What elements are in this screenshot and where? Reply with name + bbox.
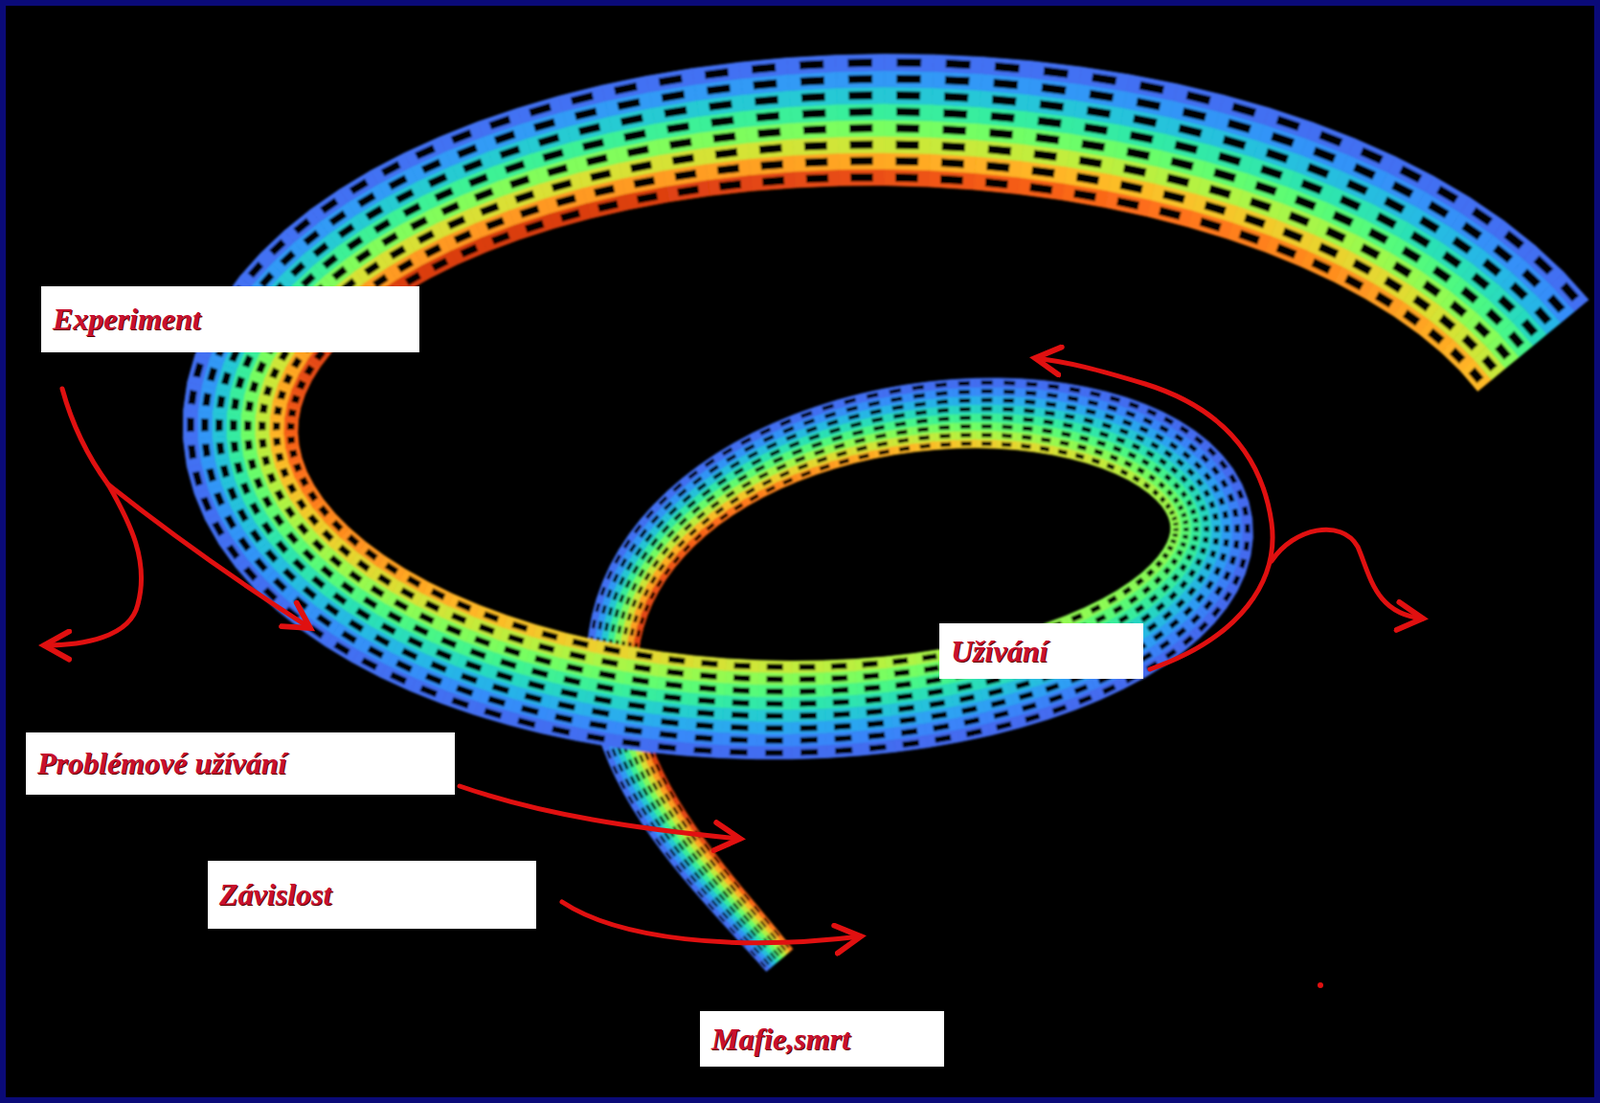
black-ground: ExperimentUžíváníProblémové užíváníZávis…	[0, 0, 1600, 1103]
